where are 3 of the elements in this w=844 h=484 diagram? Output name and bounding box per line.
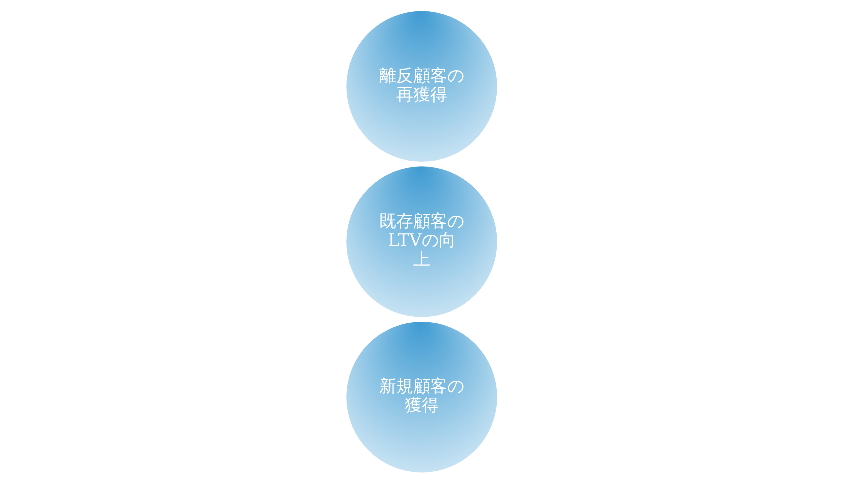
node-circle: 離反顧客の再獲得 [346, 11, 498, 162]
node-circle: 新規顧客の獲得 [346, 322, 498, 473]
node-circle: 既存顧客のLTVの向上 [346, 166, 498, 318]
